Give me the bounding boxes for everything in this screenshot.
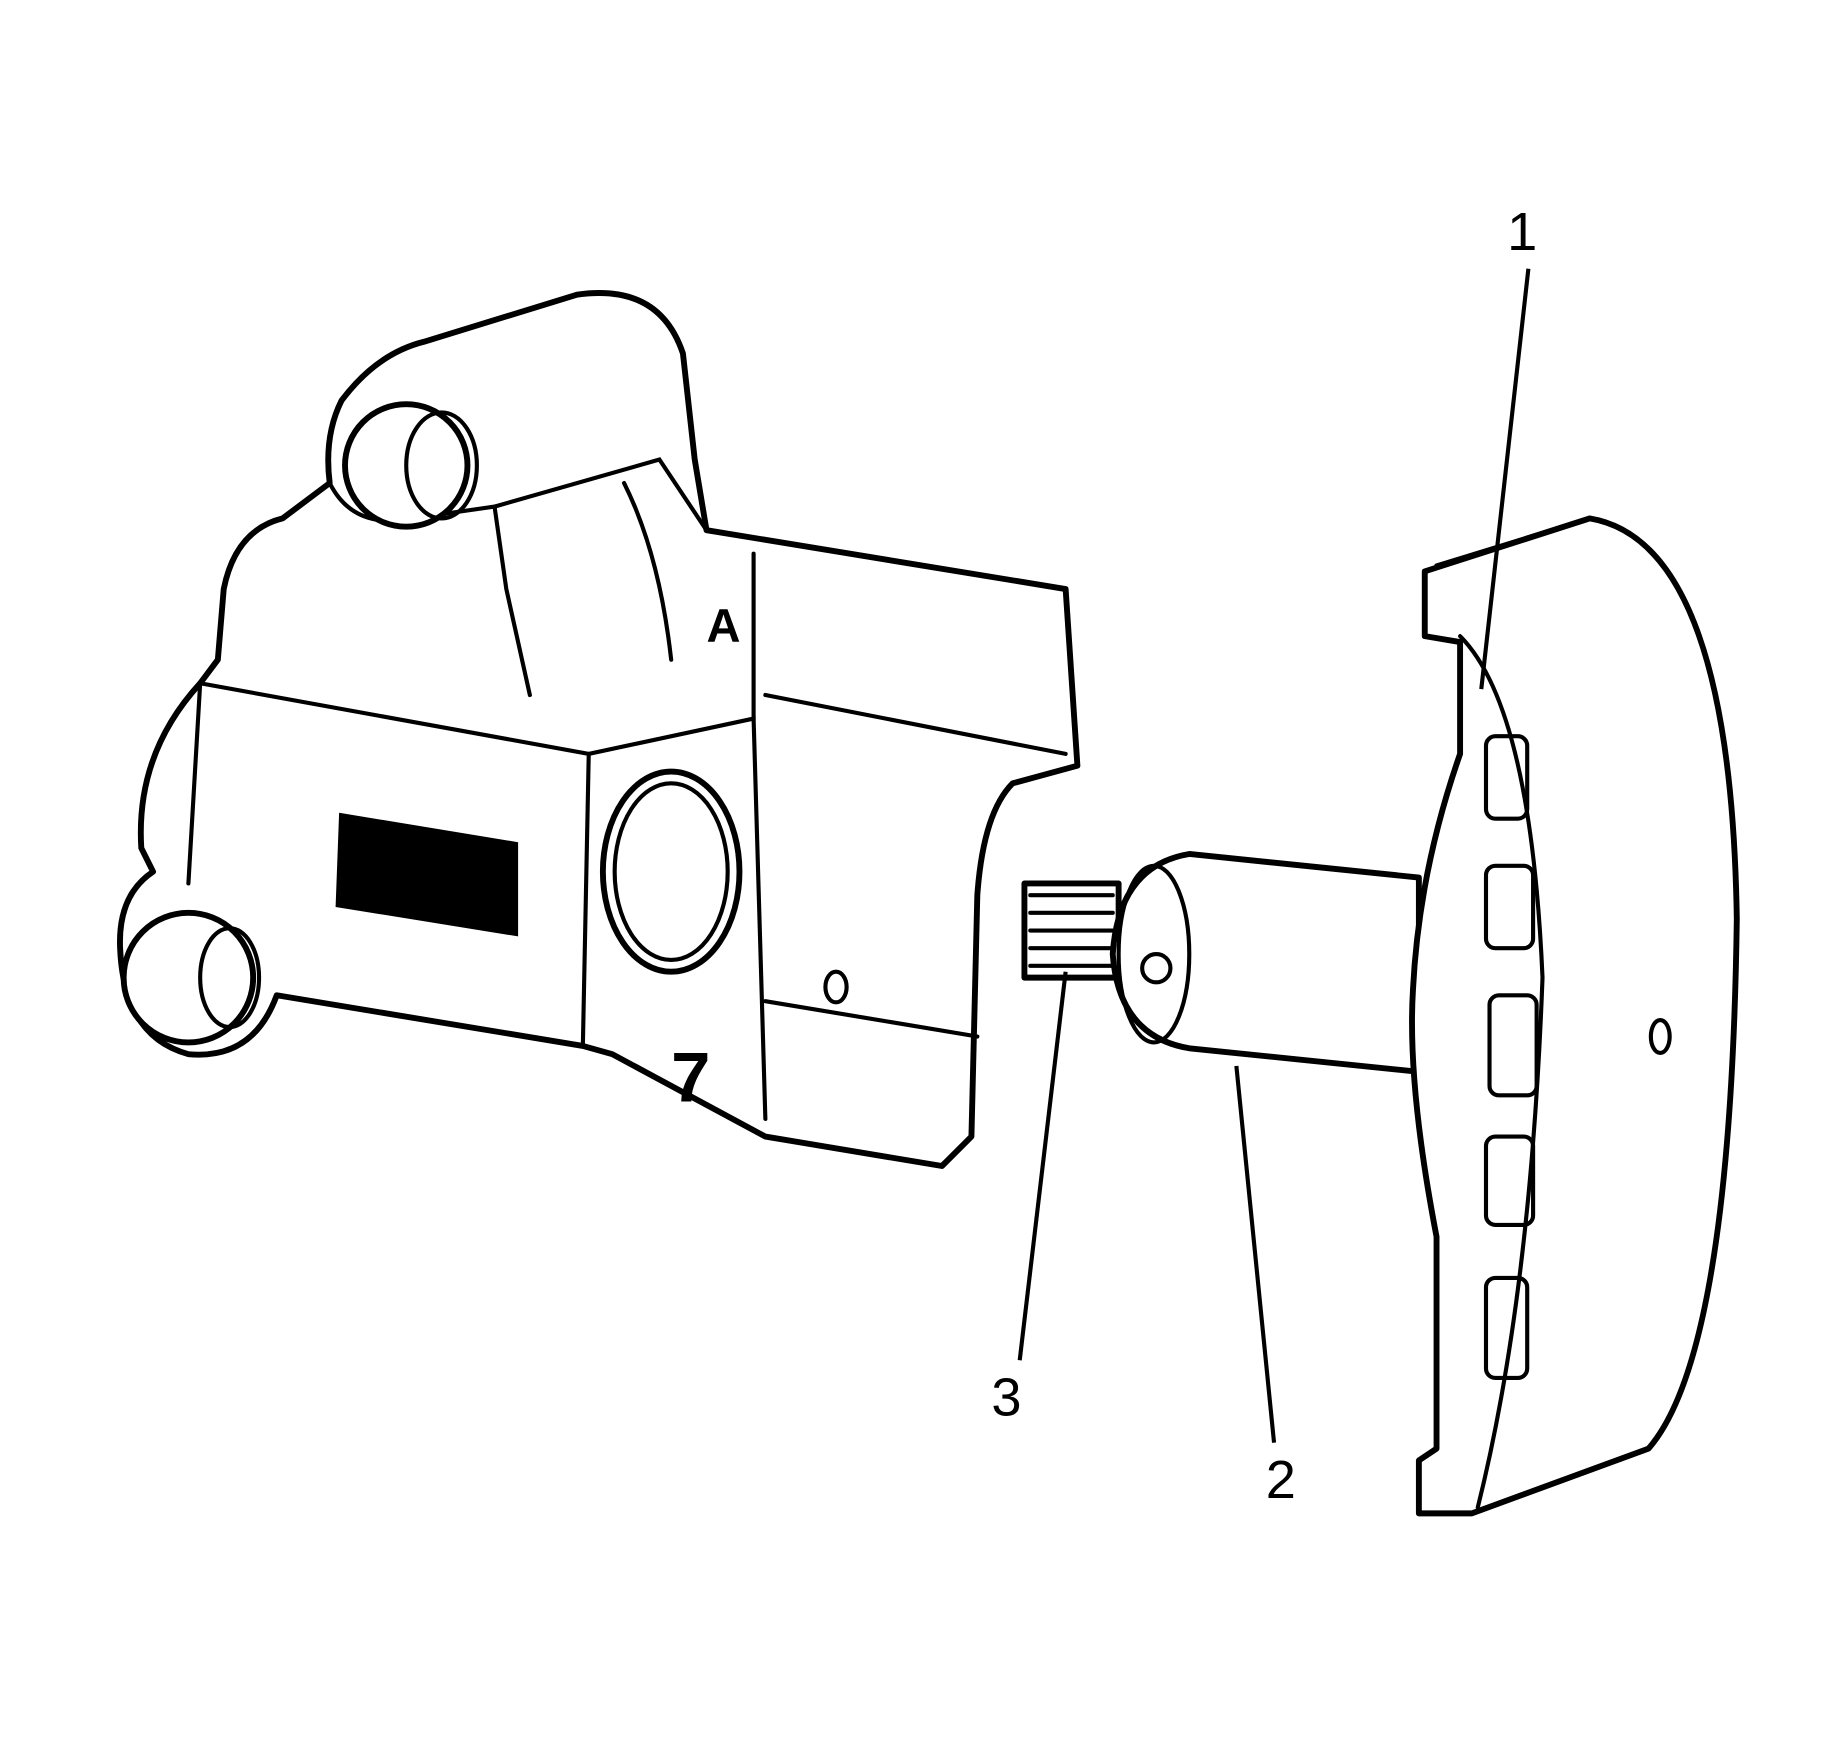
callout-2: 2	[1266, 1450, 1296, 1510]
tensioner-housing: 7 A	[117, 290, 1081, 1169]
plunger	[1109, 851, 1422, 1075]
callout-3: 3	[991, 1368, 1021, 1428]
leader-line-2	[1234, 1065, 1277, 1443]
spring	[1021, 880, 1122, 981]
part-label-plate	[335, 812, 519, 937]
housing-letter-marking: A	[706, 599, 740, 652]
leader-line-3	[1017, 971, 1068, 1361]
tensioner-shoe	[1409, 515, 1740, 1517]
callout-1: 1	[1507, 202, 1537, 262]
housing-digit-marking: 7	[671, 1037, 710, 1116]
leader-line-1	[1479, 268, 1531, 690]
